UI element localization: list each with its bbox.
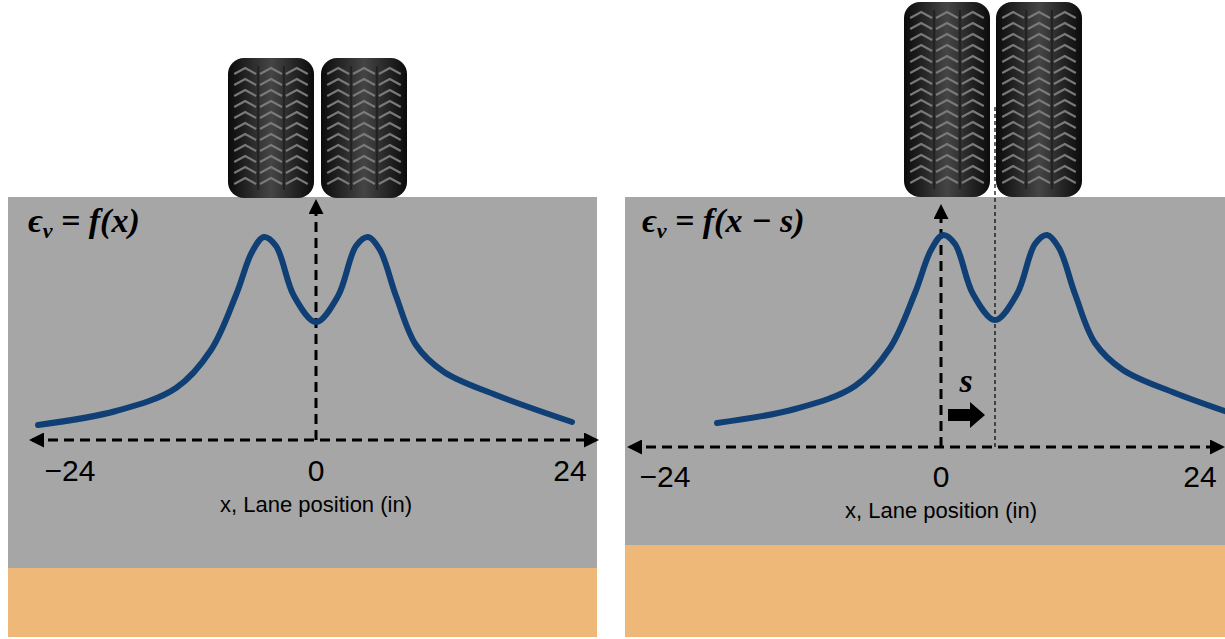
x-axis <box>630 446 1222 449</box>
strain-curve <box>717 235 1225 423</box>
tire-icon <box>228 58 314 198</box>
tire-icon <box>321 58 407 198</box>
shoulder-strip <box>625 545 1225 637</box>
tick-label: −24 <box>45 456 96 486</box>
tick-label: −24 <box>640 462 691 492</box>
y-axis <box>940 207 943 447</box>
equation-label: ϵv = f(x − s) <box>642 204 805 242</box>
road-surface <box>625 197 1225 545</box>
tick-label: 24 <box>553 456 586 486</box>
road-surface <box>8 197 597 568</box>
tire-icon <box>996 2 1082 197</box>
shift-arrow <box>948 402 985 428</box>
equation-label: ϵv = f(x) <box>28 204 140 242</box>
x-axis <box>32 439 596 442</box>
strain-curve <box>38 237 572 425</box>
tick-label: 0 <box>308 456 325 486</box>
shift-guide <box>994 104 995 447</box>
shift-label: s <box>959 364 972 398</box>
shoulder-strip <box>8 568 597 637</box>
axis-label: x, Lane position (in) <box>220 494 412 516</box>
axis-label: x, Lane position (in) <box>845 500 1037 522</box>
tick-label: 0 <box>933 462 950 492</box>
tire-icon <box>904 2 990 197</box>
tick-label: 24 <box>1183 462 1216 492</box>
